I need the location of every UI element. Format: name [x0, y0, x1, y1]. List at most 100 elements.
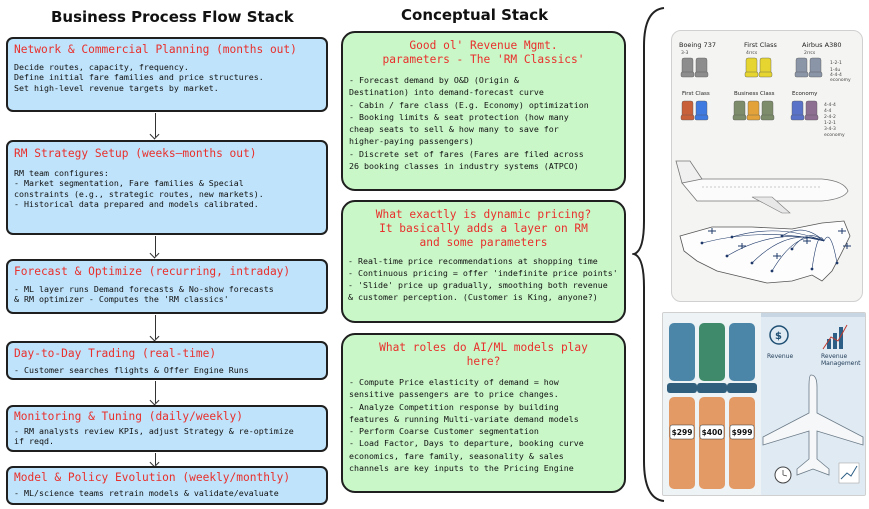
concept-line: features & running Multi-variate demand …: [349, 413, 579, 424]
trend-chart-icon: [838, 462, 860, 484]
plane-icon: [708, 228, 716, 234]
price-tag: [699, 424, 725, 440]
price-tag-text: $299: [672, 428, 693, 437]
concept-line: Destination) into demand-forecast curve: [349, 87, 544, 98]
concept-line: - Analyze Competition response by buildi…: [349, 401, 559, 412]
concept-line: cheap seats to sell & how many to save f…: [349, 124, 559, 135]
seat-label: Economy: [792, 91, 818, 97]
flow-step-line: - ML layer runs Demand forecasts & No-sh…: [14, 284, 274, 294]
us-route-map: [679, 220, 851, 284]
concept-title: here?: [466, 355, 501, 368]
flow-step-line: - ML/science teams retrain models & vali…: [14, 488, 279, 498]
seat-label: Business Class: [734, 91, 775, 97]
flow-step-line: - RM analysts review KPIs, adjust Strate…: [14, 426, 294, 436]
route-endpoint: [700, 241, 704, 245]
flow-arrow: [155, 381, 156, 403]
flow-step-day-to-day: Day-to-Day Trading (real-time) - Custome…: [6, 341, 328, 380]
concept-line: - Forecast demand by O&D (Origin &: [349, 75, 519, 85]
airplane-side-icon: [675, 160, 849, 214]
concept-title: parameters - The 'RM Classics': [382, 53, 585, 66]
concept-title: and some parameters: [419, 236, 548, 249]
concept-line: - Booking limits & seat protection (how …: [349, 111, 569, 122]
seat-sublabel: 3-3: [681, 50, 688, 56]
flow-step-title: Network & Commercial Planning (months ou…: [14, 43, 297, 56]
concept-title: What exactly is dynamic pricing?: [375, 208, 592, 221]
flow-step-model-evolution: Model & Policy Evolution (weekly/monthly…: [6, 466, 328, 505]
plane-icon: [773, 253, 781, 259]
concept-title: What roles do AI/ML models play: [379, 341, 588, 354]
concept-line: - Perform Coarse Customer segmentation: [349, 426, 539, 437]
airplane-top-icon: [762, 374, 864, 476]
seat-label: First Class: [682, 91, 710, 97]
flow-arrow: [155, 315, 156, 339]
revenue-management-illustration: $299$400$999 $ Revenue Revenue Managemen…: [662, 312, 866, 496]
seat-back-icon: [699, 323, 725, 381]
route-endpoint: [780, 234, 784, 238]
seat-row: [680, 100, 819, 121]
seat-sublabel: 2-4-2: [824, 114, 836, 120]
seat-tops: [667, 323, 757, 489]
price-tags: $299$400$999: [669, 424, 755, 440]
concept-line: sensitive passengers are to price change…: [349, 389, 559, 400]
flow-step-forecast-optimize: Forecast & Optimize (recurring, intraday…: [6, 259, 328, 314]
route-endpoint: [810, 267, 814, 271]
seat-sublabel: 2rrcs: [804, 50, 816, 56]
seat-row: [680, 57, 823, 78]
seat-sublabel: 4-4-4: [824, 102, 836, 108]
flow-step-title: RM Strategy Setup (weeks–months out): [14, 147, 257, 160]
concept-line: higher-paying passengers): [349, 136, 474, 147]
price-tag-text: $400: [702, 428, 723, 437]
seat-sublabel: 3-4-3: [824, 126, 836, 132]
concept-line: - Real-time price recommendations at sho…: [348, 256, 598, 266]
concept-title: Good ol' Revenue Mgmt.: [409, 39, 558, 52]
flow-step-line: RM team configures:: [14, 168, 109, 178]
concept-line: 26 booking classes in industry systems (…: [349, 161, 579, 172]
concept-line: channels are key inputs to the Pricing E…: [349, 463, 574, 474]
seat-sublabel: 4rrcs: [746, 50, 758, 56]
route-endpoint: [730, 235, 734, 239]
flow-step-monitoring: Monitoring & Tuning (daily/weekly) - RM …: [6, 405, 328, 452]
route-endpoint: [750, 261, 754, 265]
flow-step-rm-strategy: RM Strategy Setup (weeks–months out) RM …: [6, 140, 328, 235]
seat-sublabel: economy: [830, 78, 851, 83]
flow-step-line: if reqd.: [14, 436, 54, 447]
concept-ai-ml-roles: What roles do AI/ML models play here? - …: [341, 333, 626, 493]
flow-step-title: Forecast & Optimize (recurring, intraday…: [14, 265, 291, 278]
flow-step-line: Set high-level revenue targets by market…: [14, 82, 219, 93]
seat-label: Airbus A380: [802, 41, 841, 49]
revenue-management-svg: $299$400$999 $ Revenue Revenue Managemen…: [663, 313, 865, 495]
dollar-icon: $: [775, 331, 782, 342]
flow-step-line: Define initial fare families and price s…: [14, 72, 264, 83]
plane-icon: [803, 238, 811, 244]
concept-line: - Load Factor, Days to departure, bookin…: [349, 438, 584, 449]
concept-line: - Continuous pricing = offer 'indefinite…: [348, 268, 618, 278]
flow-step-line: & RM optimizer - Computes the 'RM classi…: [14, 294, 229, 305]
seat-sublabel: 1-2-1: [824, 120, 836, 126]
flow-arrow: [155, 453, 156, 465]
seat-label: First Class: [744, 41, 777, 49]
seat-sublabel: 4-4-4: [830, 72, 842, 78]
plane-icon: [738, 243, 746, 249]
concept-line: - Cabin / fare class (E.g. Economy) opti…: [349, 99, 589, 110]
revenue-label: Revenue: [767, 353, 793, 360]
seat-label: Boeing 737: [679, 41, 716, 49]
seat-classes-svg: Boeing 737 First Class Airbus A380 3-3 4…: [675, 41, 851, 284]
seat-back-icon: [669, 323, 695, 381]
seat-sublabel: 4-4: [824, 108, 831, 114]
concept-line: - 'Slide' price up gradually, smoothing …: [348, 280, 608, 290]
concept-line: - Discrete set of fares (Fares are filed…: [349, 148, 584, 159]
flow-arrow: [155, 236, 156, 256]
concept-line: & customer perception. (Customer is King…: [348, 292, 598, 302]
seat-sublabel: 1-4u: [830, 67, 840, 73]
price-tag: [729, 424, 755, 440]
flow-step-title: Day-to-Day Trading (real-time): [14, 347, 217, 360]
flow-step-title: Model & Policy Evolution (weekly/monthly…: [14, 471, 291, 484]
flow-step-line: - Customer searches flights & Offer Engi…: [14, 365, 249, 375]
flow-step-line: Decide routes, capacity, frequency.: [14, 62, 189, 72]
flow-step-line: - Market segmentation, Fare families & S…: [14, 178, 244, 189]
concept-title: It basically adds a layer on RM: [379, 222, 588, 235]
concept-dynamic-pricing: What exactly is dynamic pricing? It basi…: [341, 200, 626, 323]
bar-chart-icon: [822, 324, 848, 350]
plane-icon: [843, 243, 851, 249]
flow-step-title: Monitoring & Tuning (daily/weekly): [14, 410, 244, 423]
